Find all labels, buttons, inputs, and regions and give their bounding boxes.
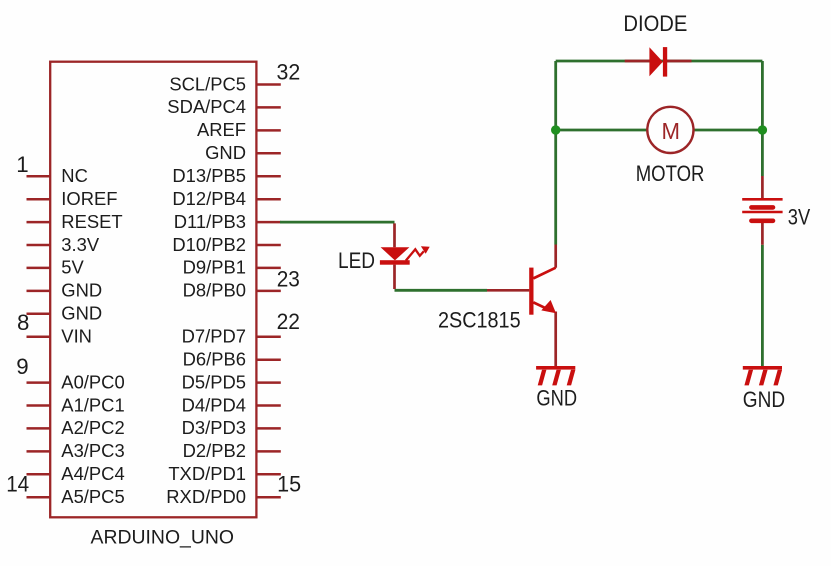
svg-text:22: 22 (277, 309, 300, 334)
svg-text:IOREF: IOREF (61, 188, 117, 209)
svg-text:M: M (662, 118, 681, 144)
svg-text:GND: GND (61, 303, 102, 324)
svg-text:GND: GND (61, 280, 102, 301)
svg-text:A4/PC4: A4/PC4 (61, 463, 124, 484)
svg-text:GND: GND (205, 142, 246, 163)
svg-text:MOTOR: MOTOR (636, 161, 705, 186)
svg-text:NC: NC (61, 165, 88, 186)
svg-text:5V: 5V (61, 257, 84, 278)
svg-text:A1/PC1: A1/PC1 (61, 394, 124, 415)
svg-text:D12/PB4: D12/PB4 (172, 188, 246, 209)
svg-text:A2/PC2: A2/PC2 (61, 417, 124, 438)
svg-text:D10/PB2: D10/PB2 (172, 234, 246, 255)
svg-text:A0/PC0: A0/PC0 (61, 371, 124, 392)
svg-text:D13/PB5: D13/PB5 (172, 165, 246, 186)
svg-text:D9/PB1: D9/PB1 (183, 257, 246, 278)
svg-text:8: 8 (17, 310, 29, 335)
svg-text:DIODE: DIODE (623, 11, 687, 36)
svg-text:D4/PD4: D4/PD4 (182, 394, 246, 415)
svg-text:15: 15 (277, 472, 301, 497)
svg-text:A5/PC5: A5/PC5 (61, 486, 124, 507)
svg-text:GND: GND (743, 387, 785, 412)
svg-text:D7/PD7: D7/PD7 (182, 326, 246, 347)
svg-text:RESET: RESET (61, 211, 122, 232)
svg-text:TXD/PD1: TXD/PD1 (168, 463, 246, 484)
svg-text:D5/PD5: D5/PD5 (182, 371, 246, 392)
svg-text:RXD/PD0: RXD/PD0 (166, 486, 246, 507)
svg-text:32: 32 (277, 60, 301, 85)
svg-text:D2/PB2: D2/PB2 (183, 440, 246, 461)
svg-text:GND: GND (536, 386, 577, 411)
svg-text:VIN: VIN (61, 326, 92, 347)
svg-text:ARDUINO_UNO: ARDUINO_UNO (91, 527, 235, 549)
svg-text:2SC1815: 2SC1815 (438, 307, 521, 332)
svg-text:SCL/PC5: SCL/PC5 (169, 73, 246, 94)
svg-text:D11/PB3: D11/PB3 (174, 211, 246, 232)
svg-text:D3/PD3: D3/PD3 (182, 417, 246, 438)
svg-text:SDA/PC4: SDA/PC4 (167, 96, 246, 117)
svg-text:9: 9 (16, 354, 28, 379)
svg-text:D8/PB0: D8/PB0 (183, 280, 246, 301)
svg-text:AREF: AREF (197, 119, 246, 140)
svg-text:A3/PC3: A3/PC3 (61, 440, 124, 461)
svg-text:LED: LED (338, 248, 375, 273)
svg-text:3V: 3V (788, 205, 811, 230)
svg-text:23: 23 (277, 266, 300, 291)
svg-text:14: 14 (6, 472, 29, 497)
svg-text:1: 1 (16, 152, 28, 177)
svg-text:D6/PB6: D6/PB6 (183, 349, 246, 370)
svg-text:3.3V: 3.3V (61, 234, 100, 255)
